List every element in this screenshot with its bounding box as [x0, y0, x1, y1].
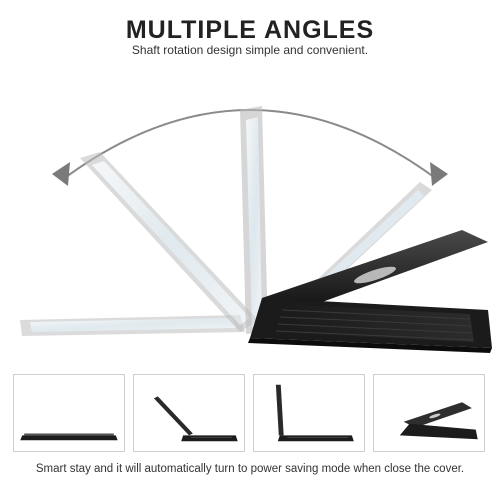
footer-caption: Smart stay and it will automatically tur…	[35, 463, 465, 475]
page-title: MULTIPLE ANGLES	[125, 16, 375, 44]
keyboard-case-laptop-mode	[248, 230, 492, 353]
ghost-tablet-angled-left	[80, 152, 258, 332]
hero-rotation-image	[0, 70, 500, 360]
ghost-tablet-flat	[20, 315, 245, 336]
thumbnail-laptop-mode	[373, 374, 485, 452]
arrow-left-icon	[52, 162, 70, 186]
thumbnail-closed-case	[13, 374, 125, 452]
thumbnail-strip	[13, 374, 487, 454]
thumbnail-tilted-case	[133, 374, 245, 452]
thumbnail-upright-case	[253, 374, 365, 452]
page-subtitle: Shaft rotation design simple and conveni…	[131, 43, 369, 57]
arrow-right-icon	[430, 162, 448, 186]
ghost-tablet-upright	[240, 106, 268, 334]
